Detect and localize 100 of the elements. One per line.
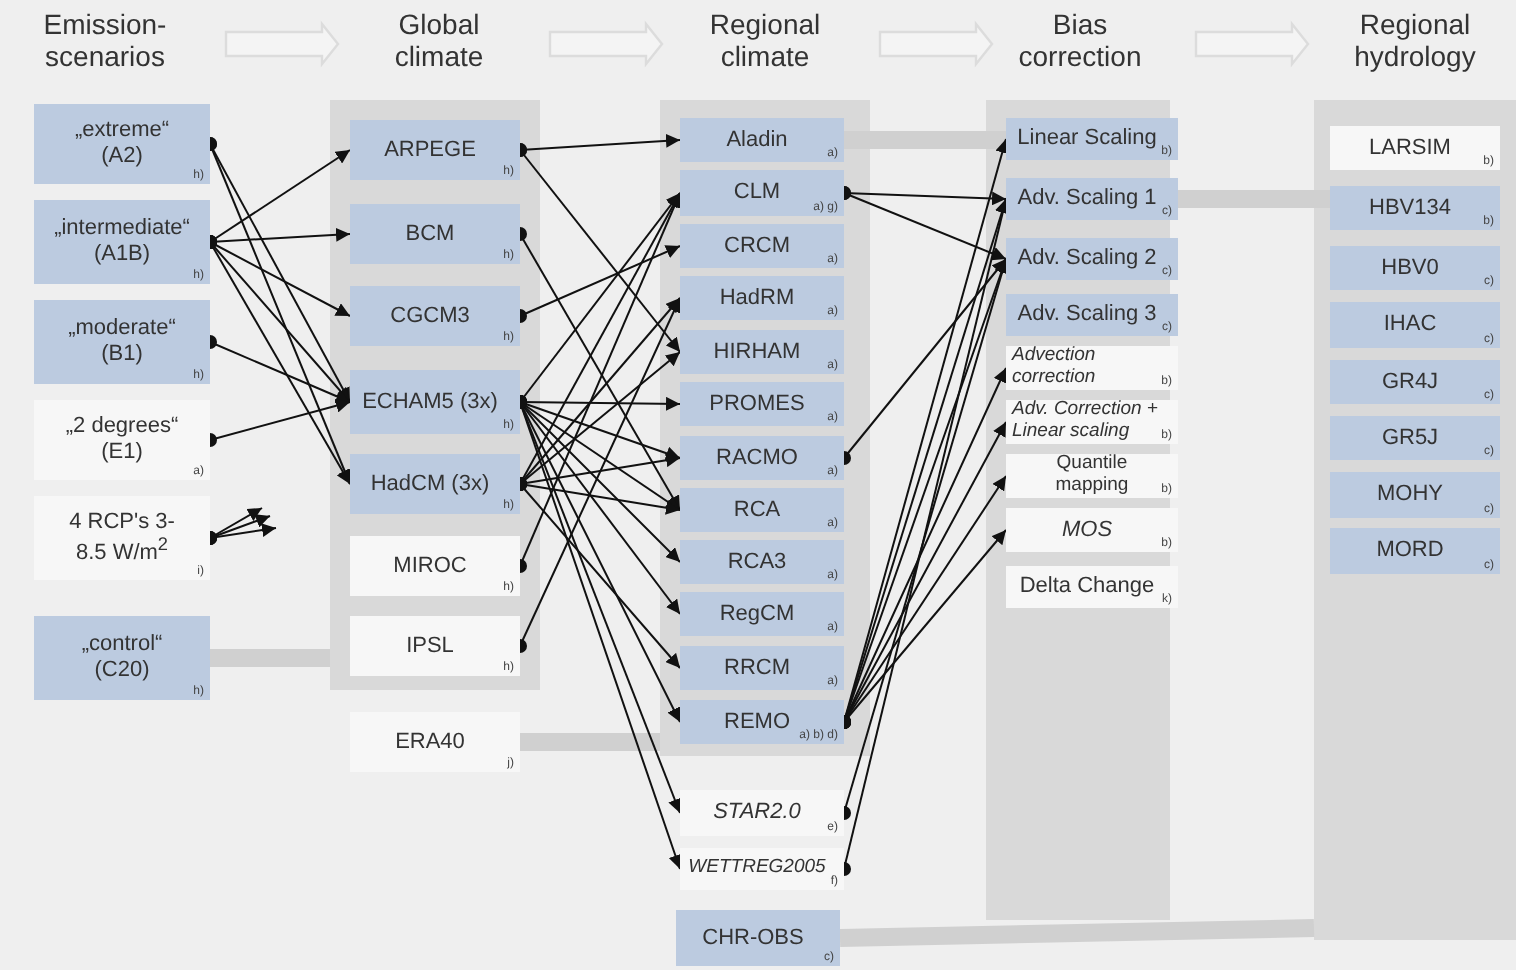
model-name: CGCM3 [390, 303, 470, 329]
model-box [34, 300, 210, 384]
model-name: „control“ (C20) [79, 632, 165, 684]
model-name: BCM [405, 221, 455, 247]
model-name: Adv. Scaling 2 [1017, 246, 1157, 272]
model-name: MOHY [1377, 482, 1443, 508]
model-box [1330, 472, 1500, 518]
model-name: HBV0 [1381, 255, 1439, 281]
model-name: 4 RCP's 3-8.5 W/m$^{2}$ [67, 509, 177, 567]
model-name: „2 degrees“ (E1) [63, 414, 181, 466]
model-name: Adv. Correction + Linear scaling [1012, 400, 1160, 444]
model-name: REMO [724, 709, 790, 735]
model-box [680, 330, 844, 374]
model-box [1006, 178, 1178, 220]
model-box [1330, 246, 1500, 290]
flow-band [844, 131, 1006, 149]
model-box [1006, 508, 1178, 552]
model-name: „intermediate“ (A1B) [54, 216, 190, 268]
model-name: GR4J [1381, 369, 1439, 395]
model-name: LARSIM [1369, 135, 1451, 161]
model-box [1330, 528, 1500, 574]
model-name: HBV134 [1369, 195, 1451, 221]
model-name: Advection correction [1012, 346, 1098, 390]
model-box [1330, 360, 1500, 404]
model-box [680, 436, 844, 480]
model-name: GR5J [1381, 425, 1439, 451]
model-name: Adv. Scaling 3 [1017, 302, 1157, 328]
model-box [1006, 566, 1178, 608]
model-name: CHR-OBS [702, 925, 804, 951]
model-box [680, 592, 844, 636]
model-name: Aladin [726, 127, 788, 153]
model-box [350, 286, 520, 346]
model-name: WETTREG2005 [688, 858, 826, 880]
model-name: RCA [733, 497, 781, 523]
model-box [34, 200, 210, 284]
model-box [680, 646, 844, 690]
model-name: RACMO [716, 445, 798, 471]
model-box [1006, 238, 1178, 280]
model-name: CRCM [724, 233, 790, 259]
model-box [680, 276, 844, 320]
model-box [680, 488, 844, 532]
column-heading: Bias correction [1016, 8, 1144, 73]
model-box [350, 616, 520, 676]
model-name: ERA40 [395, 729, 465, 755]
model-name: PROMES [709, 391, 805, 417]
column-panel [330, 100, 540, 690]
model-box [1006, 118, 1178, 160]
model-box [350, 370, 520, 434]
model-name: Linear Scaling [1017, 126, 1157, 152]
model-name: STAR2.0 [713, 800, 801, 826]
model-box [680, 540, 844, 584]
model-name: HIRHAM [713, 339, 801, 365]
model-box [1330, 416, 1500, 460]
model-name: MOS [1061, 517, 1113, 543]
column-heading: Global climate [392, 8, 486, 73]
model-name: Quantile mapping [1053, 454, 1131, 498]
model-box [1330, 186, 1500, 230]
model-box [1006, 346, 1178, 390]
model-box [34, 616, 210, 700]
model-box [680, 382, 844, 426]
column-panel [660, 100, 870, 756]
model-box [1330, 126, 1500, 170]
model-name: HadCM (3x) [370, 471, 490, 497]
model-box [680, 848, 844, 890]
model-name: MORD [1376, 538, 1444, 564]
model-box [350, 120, 520, 180]
model-name: RegCM [719, 601, 795, 627]
model-box [350, 536, 520, 596]
model-name: „moderate“ (B1) [66, 316, 178, 368]
model-box [680, 790, 844, 836]
flow-band [210, 649, 330, 667]
model-name: HadRM [719, 285, 795, 311]
flow-band [520, 733, 660, 751]
model-name: ECHAM5 (3x) [362, 389, 498, 415]
model-name: IHAC [1383, 312, 1437, 338]
model-box [34, 400, 210, 480]
flow-band [839, 919, 1315, 947]
model-box [350, 204, 520, 264]
model-box [680, 700, 844, 744]
model-name: Delta Change [1019, 574, 1155, 600]
model-name: CLM [733, 180, 781, 206]
model-name: ARPEGE [384, 137, 476, 163]
model-name: „extreme“ (A2) [72, 118, 172, 170]
model-name: MIROC [393, 553, 467, 579]
model-box [350, 712, 520, 772]
column-panel [1314, 100, 1516, 940]
model-box [1330, 302, 1500, 348]
column-heading: Emission- scenarios [41, 8, 169, 73]
model-box [34, 104, 210, 184]
model-name: Adv. Scaling 1 [1017, 186, 1157, 212]
model-box [680, 118, 844, 162]
model-name: RRCM [724, 655, 790, 681]
model-box [1006, 454, 1178, 498]
model-box [34, 496, 210, 580]
model-box [676, 910, 840, 966]
model-box [350, 454, 520, 514]
model-box [1006, 294, 1178, 336]
column-heading: Regional hydrology [1352, 8, 1478, 73]
model-box [680, 170, 844, 216]
column-heading: Regional climate [707, 8, 823, 73]
